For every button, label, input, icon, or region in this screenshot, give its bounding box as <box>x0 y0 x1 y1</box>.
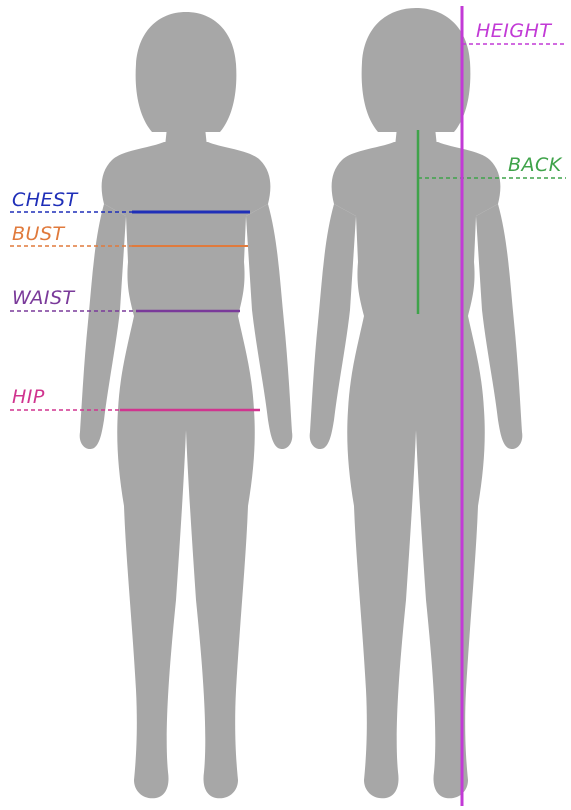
back-torso-legs <box>332 142 501 798</box>
front-body-silhouette <box>80 12 293 798</box>
waist-label: WAIST <box>12 287 76 309</box>
height-label: HEIGHT <box>476 20 552 42</box>
chest-label: CHEST <box>12 189 79 211</box>
back-label: BACK <box>508 154 563 176</box>
back-body-silhouette <box>310 8 523 798</box>
front-hair-head <box>136 12 237 132</box>
bust-label: BUST <box>12 223 66 245</box>
back-hair-head <box>362 8 471 132</box>
front-torso-legs <box>102 142 271 798</box>
hip-label: HIP <box>12 386 45 408</box>
